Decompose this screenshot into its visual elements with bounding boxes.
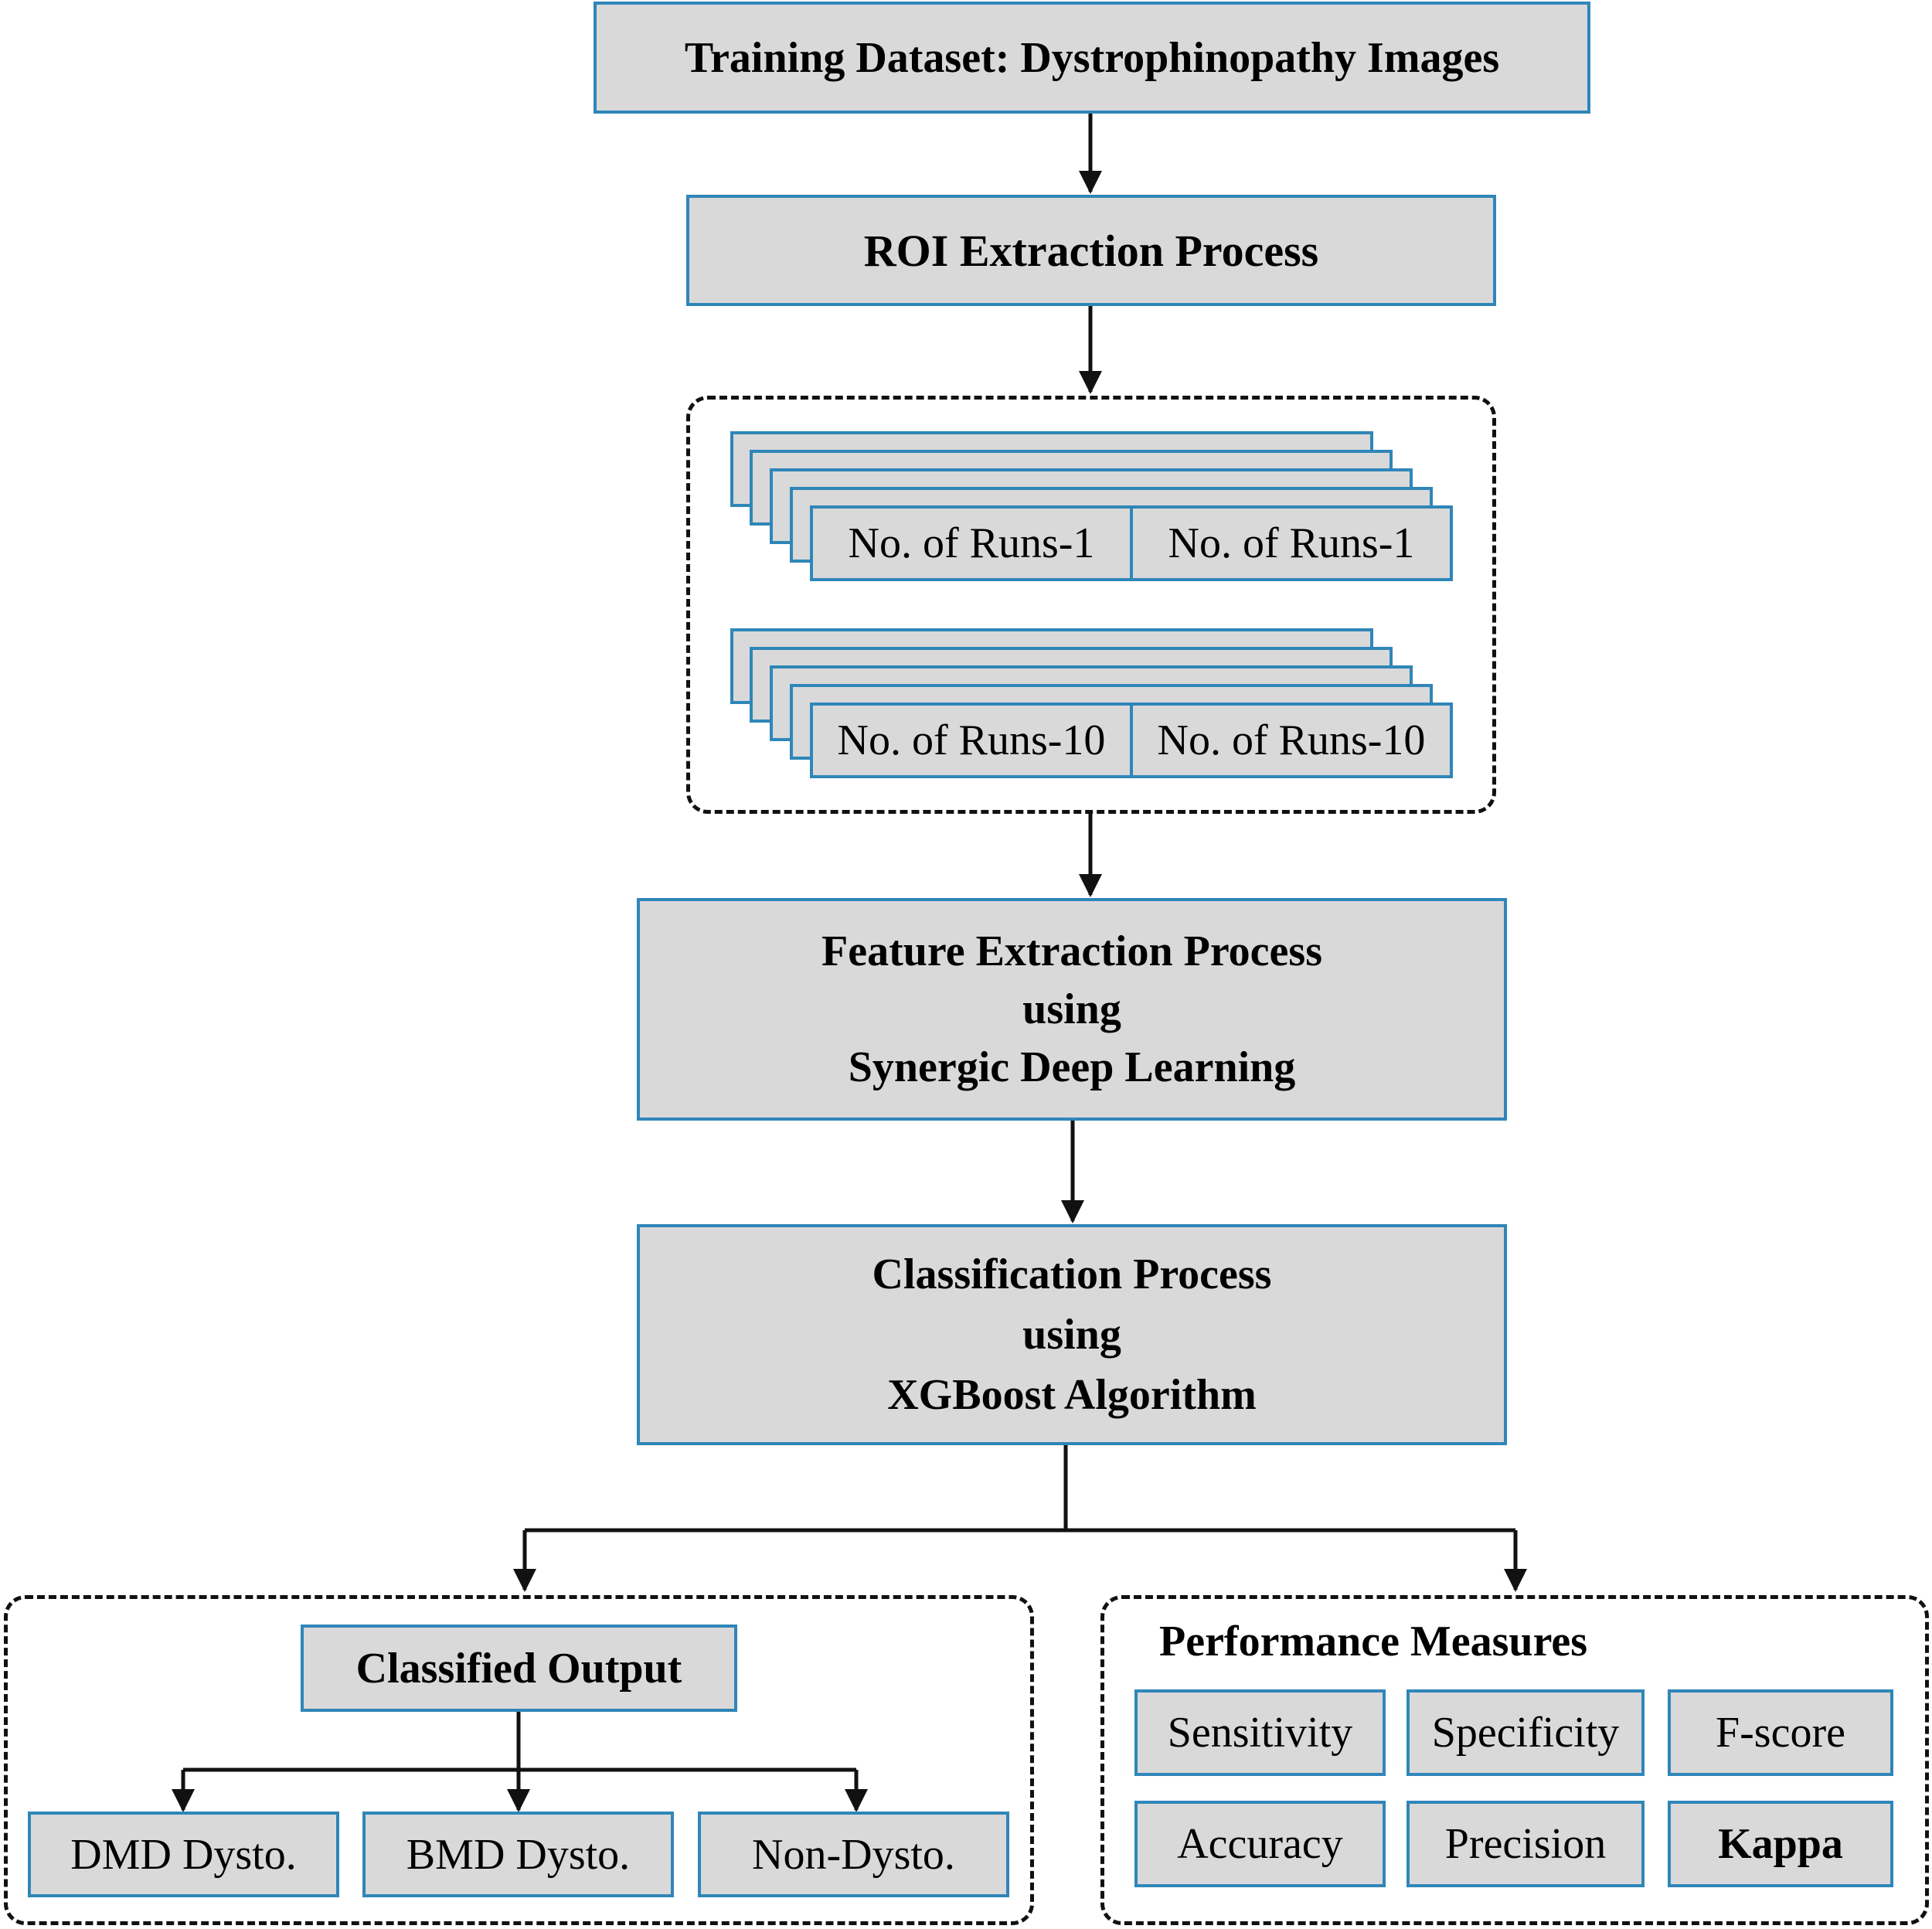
- metric-f-score-box: F-score: [1668, 1689, 1893, 1776]
- feature-extraction-line-2: using: [1022, 985, 1121, 1033]
- metric-precision-label: Precision: [1444, 1820, 1607, 1868]
- training-dataset-box: Training Dataset: Dystrophinopathy Image…: [594, 2, 1590, 114]
- roi-extraction-box: ROI Extraction Process: [686, 195, 1496, 306]
- stack-front-10: No. of Runs-10 No. of Runs-10: [810, 703, 1453, 778]
- runs-10-left: No. of Runs-10: [837, 716, 1106, 764]
- performance-measures-group: [1100, 1595, 1929, 1925]
- roi-extraction-label: ROI Extraction Process: [863, 225, 1319, 276]
- classification-line-2: using: [1022, 1311, 1121, 1359]
- classification-line-3: XGBoost Algorithm: [887, 1371, 1257, 1419]
- feature-extraction-line-1: Feature Extraction Process: [821, 927, 1322, 975]
- feature-extraction-box: Feature Extraction Process using Synergi…: [637, 898, 1507, 1121]
- metric-f-score-label: F-score: [1716, 1709, 1845, 1757]
- metric-sensitivity-label: Sensitivity: [1167, 1709, 1353, 1757]
- classified-output-box: Classified Output: [301, 1625, 737, 1712]
- stack-front-1: No. of Runs-1 No. of Runs-1: [810, 505, 1453, 581]
- metric-precision-box: Precision: [1406, 1801, 1645, 1887]
- metric-accuracy-box: Accuracy: [1134, 1801, 1386, 1887]
- classification-box: Classification Process using XGBoost Alg…: [637, 1224, 1507, 1445]
- class-non-dysto-label: Non-Dysto.: [752, 1830, 955, 1879]
- metric-specificity-box: Specificity: [1406, 1689, 1645, 1776]
- metric-specificity-label: Specificity: [1431, 1709, 1620, 1757]
- runs-1-right: No. of Runs-1: [1130, 509, 1450, 578]
- runs-10-right: No. of Runs-10: [1130, 706, 1450, 775]
- metric-kappa-label: Kappa: [1718, 1820, 1843, 1868]
- feature-extraction-line-3: Synergic Deep Learning: [848, 1043, 1296, 1091]
- class-non-dysto-box: Non-Dysto.: [698, 1812, 1009, 1897]
- class-bmd-label: BMD Dysto.: [406, 1830, 631, 1879]
- classified-output-label: Classified Output: [355, 1644, 682, 1693]
- classification-line-1: Classification Process: [872, 1250, 1272, 1298]
- class-dmd-box: DMD Dysto.: [28, 1812, 339, 1897]
- performance-measures-title: Performance Measures: [1159, 1618, 1588, 1665]
- class-bmd-box: BMD Dysto.: [362, 1812, 674, 1897]
- class-dmd-label: DMD Dysto.: [70, 1830, 297, 1879]
- metric-accuracy-label: Accuracy: [1177, 1820, 1343, 1868]
- training-dataset-label: Training Dataset: Dystrophinopathy Image…: [684, 33, 1500, 82]
- runs-1-left: No. of Runs-1: [848, 519, 1095, 567]
- runs-group: [686, 396, 1496, 814]
- metric-kappa-box: Kappa: [1668, 1801, 1893, 1887]
- classified-output-group: [4, 1595, 1034, 1925]
- metric-sensitivity-box: Sensitivity: [1134, 1689, 1386, 1776]
